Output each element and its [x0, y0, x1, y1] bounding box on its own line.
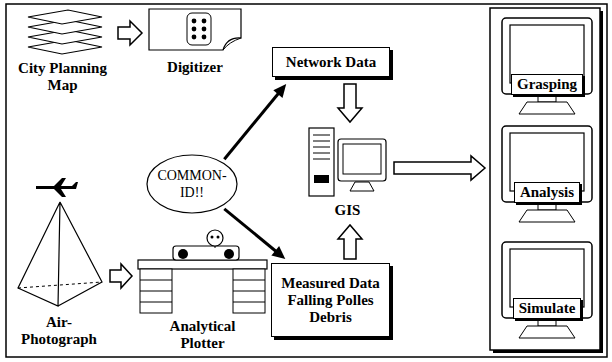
block-arrow [338, 84, 362, 122]
node-label: Analytical Plotter [153, 318, 253, 352]
arrow-body [110, 264, 132, 288]
block-arrow [118, 21, 142, 45]
label-holder: COMMON-ID!! [146, 154, 238, 214]
label-holder: Digitizer [145, 58, 245, 76]
arrow-body [394, 156, 485, 180]
node-label: Air-Photograph [14, 314, 104, 348]
monitor-label: Simulate [513, 298, 582, 319]
block-arrow [338, 225, 362, 259]
id-ellipse: COMMON-ID!! [146, 154, 238, 214]
arrow-head [271, 246, 285, 259]
monitor-label: Grasping [511, 74, 583, 95]
arrow-head [273, 84, 286, 98]
gis-computer: GIS [305, 125, 390, 222]
arrow-body [118, 21, 142, 45]
label-holder: Analysis [499, 182, 595, 203]
label-holder: Simulate [499, 298, 595, 319]
air-photo-illustration: Air-Photograph [10, 172, 108, 354]
analytical-plotter-icon-drawing [135, 228, 270, 353]
monitor-drawing [499, 16, 595, 118]
arrow-body [338, 225, 362, 259]
node-label: City Planning Map [10, 60, 115, 94]
digitizer-icon: Digitizer [145, 6, 245, 78]
monitor-drawing [499, 240, 595, 342]
arrow-shaft [224, 93, 279, 160]
arrow-line [224, 84, 286, 159]
map-layers-icon: City Planning Map [10, 4, 115, 98]
monitor-label: Analysis [514, 182, 580, 203]
arrow-body [338, 84, 362, 122]
monitor: Simulate [499, 240, 595, 342]
label-holder: GIS [305, 201, 390, 219]
monitor-drawing [499, 124, 595, 226]
id-ellipse-drawing [146, 154, 238, 214]
node-label: Measured Data Falling Polles Debris [277, 275, 384, 326]
node-label: GIS [335, 202, 361, 219]
analytical-plotter-icon: Analytical Plotter [135, 228, 270, 354]
node-label: Digitizer [167, 59, 223, 76]
block-arrow [110, 264, 132, 288]
monitor: Grasping [499, 16, 595, 118]
data-box: Network Data [272, 47, 390, 77]
label-holder: City Planning Map [10, 60, 115, 94]
data-box: Measured Data Falling Polles Debris [271, 263, 390, 337]
node-label: Network Data [278, 54, 384, 71]
node-label: COMMON-ID!! [155, 167, 229, 201]
label-holder: Air-Photograph [10, 314, 108, 348]
monitor: Analysis [499, 124, 595, 226]
block-arrow [394, 156, 485, 180]
label-holder: Grasping [499, 74, 595, 95]
label-holder: Analytical Plotter [135, 318, 270, 352]
